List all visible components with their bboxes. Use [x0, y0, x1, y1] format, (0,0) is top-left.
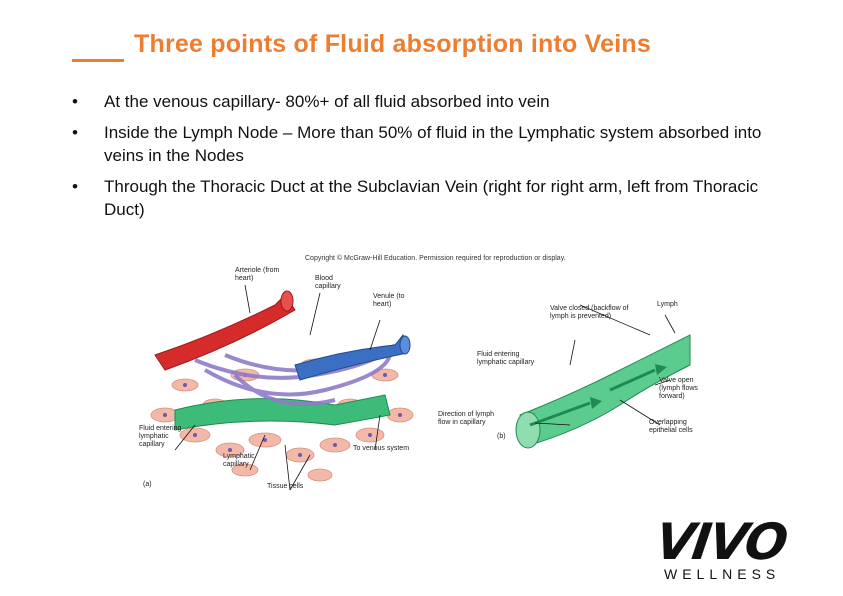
label-fluid-entering-b: Fluid entering lymphatic capillary: [477, 351, 535, 366]
label-direction: Direction of lymph flow in capillary: [438, 411, 495, 426]
figure-copyright: Copyright © McGraw-Hill Education. Permi…: [305, 255, 566, 262]
bullet-item: Through the Thoracic Duct at the Subclav…: [72, 175, 772, 221]
vivo-wellness-logo: VIVO WELLNESS: [652, 513, 806, 583]
label-panel-b: (b): [497, 433, 506, 440]
lymph-figure: Copyright © McGraw-Hill Education. Permi…: [135, 255, 698, 495]
bullet-item: At the venous capillary- 80%+ of all flu…: [72, 90, 772, 113]
label-tissue-cells: Tissue cells: [267, 483, 304, 490]
label-valve-closed: Valve closed (backflow of lymph is preve…: [550, 305, 629, 320]
label-fluid-entering-a: Fluid entering lymphatic capillary: [139, 425, 182, 448]
title-row: Three points of Fluid absorption into Ve…: [72, 30, 772, 64]
logo-wordmark: VIVO: [651, 513, 790, 571]
slide-title: Three points of Fluid absorption into Ve…: [134, 30, 651, 58]
capillary-bed-illustration: [150, 284, 414, 491]
lymphatic-capillary-shape: [174, 394, 391, 431]
lymphatic-valve-illustration: [515, 304, 691, 449]
lymph-vessel-shape: [519, 334, 691, 446]
arteriole-shape: [154, 294, 296, 371]
label-lymphatic-capillary: Lymphatic capillary: [223, 453, 255, 468]
label-arteriole: Arteriole (from heart): [235, 267, 280, 282]
bullet-item: Inside the Lymph Node – More than 50% of…: [72, 121, 772, 167]
label-overlapping: Overlapping epithelial cells: [649, 419, 693, 434]
label-valve-open: Valve open (lymph flows forward): [659, 377, 698, 400]
bullet-list: At the venous capillary- 80%+ of all flu…: [72, 90, 772, 229]
logo-subtitle: WELLNESS: [664, 566, 781, 582]
label-blood-capillary: Blood capillary: [315, 275, 341, 290]
label-lymph: Lymph: [657, 301, 678, 308]
label-venule: Venule (to heart): [373, 293, 405, 308]
label-panel-a: (a): [143, 481, 152, 488]
title-rule: [72, 59, 124, 62]
label-to-venous: To venous system: [353, 445, 410, 452]
